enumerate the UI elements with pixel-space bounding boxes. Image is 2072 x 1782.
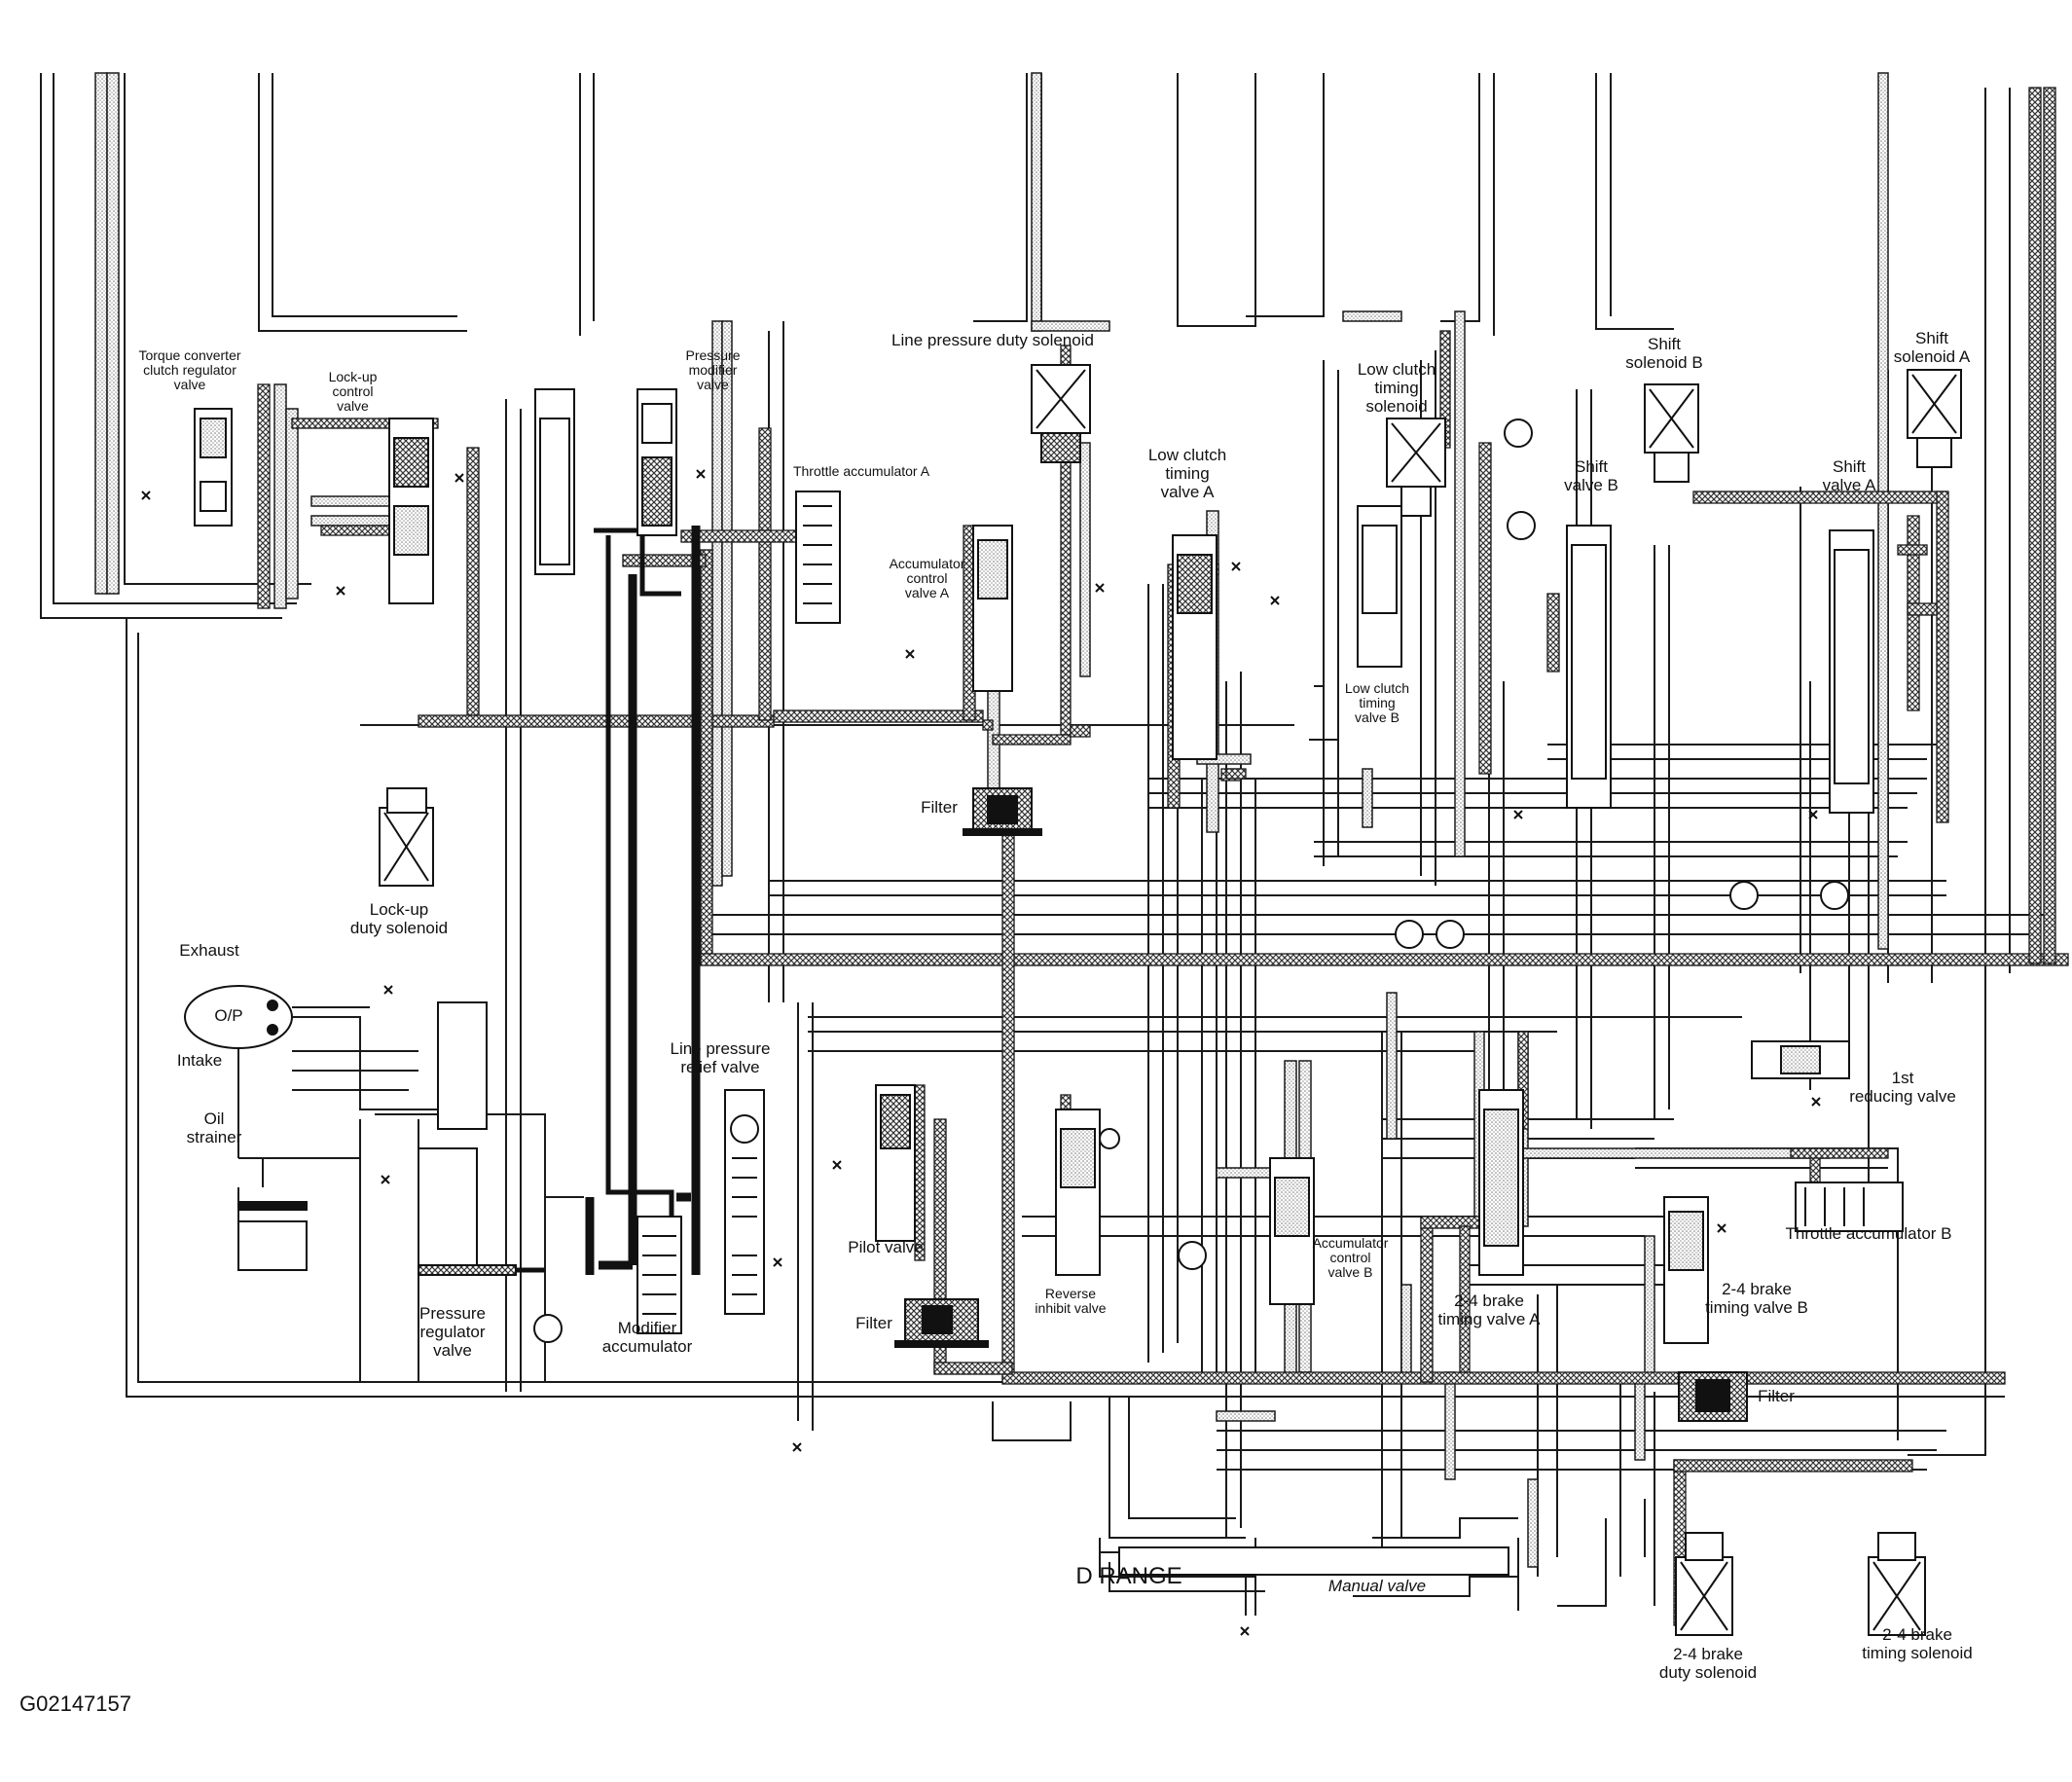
line-pressure-duty-solenoid-label: Line pressure duty solenoid xyxy=(891,331,1094,349)
first-reducing-valve-label: 1st reducing valve xyxy=(1849,1069,1956,1106)
throttle-accumulator-a-label: Throttle accumulator A xyxy=(792,463,930,479)
brake-timing-valve-a-label: 2-4 brake timing valve A xyxy=(1437,1291,1541,1328)
reverse-inhibit-valve-label: Reverse inhibit valve xyxy=(1035,1286,1107,1316)
low-clutch-timing-solenoid-label: Low clutch timing solenoid xyxy=(1357,360,1436,416)
accumulator-control-valve-a-label: Accumulator control valve A xyxy=(889,556,965,600)
brake-timing-solenoid-label: 2-4 brake timing solenoid xyxy=(1862,1625,1973,1662)
pressure-regulator-label: Pressure regulator valve xyxy=(418,1304,487,1360)
low-clutch-timing-valve-b-label: Low clutch timing valve B xyxy=(1344,680,1410,725)
figure-id: G02147157 xyxy=(19,1691,131,1716)
shift-valve-b-label: Shift valve B xyxy=(1564,457,1618,494)
intake-label: Intake xyxy=(176,1051,223,1070)
filter-label-b: Filter xyxy=(855,1314,892,1332)
line-pressure-relief-label: Line pressure relief valve xyxy=(670,1039,771,1076)
oil-strainer-label: Oil strainer xyxy=(186,1109,242,1146)
pressure-modifier-valve-label: Pressure modifier valve xyxy=(685,347,741,392)
d-range-label: D RANGE xyxy=(1075,1563,1182,1589)
lockup-control-valve-label: Lock-up control valve xyxy=(328,369,378,414)
accumulator-control-valve-b-label: Accumulator control valve B xyxy=(1312,1235,1389,1280)
filter-label-a: Filter xyxy=(921,798,958,817)
torque-converter-regulator-label: Torque converter clutch regulator valve xyxy=(138,347,241,392)
shift-solenoid-a-label: Shift solenoid A xyxy=(1893,329,1971,366)
brake-duty-solenoid-label: 2-4 brake duty solenoid xyxy=(1658,1645,1758,1682)
modifier-accumulator-label: Modifier accumulator xyxy=(601,1319,693,1356)
exhaust-label: Exhaust xyxy=(179,941,239,960)
oil-pump-label: O/P xyxy=(214,1006,243,1025)
pilot-valve-label: Pilot valve xyxy=(848,1238,924,1256)
brake-timing-valve-b-label: 2-4 brake timing valve B xyxy=(1705,1280,1808,1317)
shift-solenoid-b-label: Shift solenoid B xyxy=(1625,335,1703,372)
filter-label-c: Filter xyxy=(1758,1387,1795,1405)
exhaust-marks xyxy=(141,469,1821,1636)
low-clutch-timing-valve-a-label: Low clutch timing valve A xyxy=(1147,446,1227,501)
manual-valve-label: Manual valve xyxy=(1327,1577,1427,1595)
main-line-pressure xyxy=(585,526,701,1275)
lockup-duty-solenoid-label: Lock-up duty solenoid xyxy=(349,900,449,937)
valve-components xyxy=(184,364,1962,1636)
shift-valve-a-label: Shift valve A xyxy=(1822,457,1876,494)
throttle-accumulator-b-label: Throttle accumulator B xyxy=(1785,1224,1952,1243)
